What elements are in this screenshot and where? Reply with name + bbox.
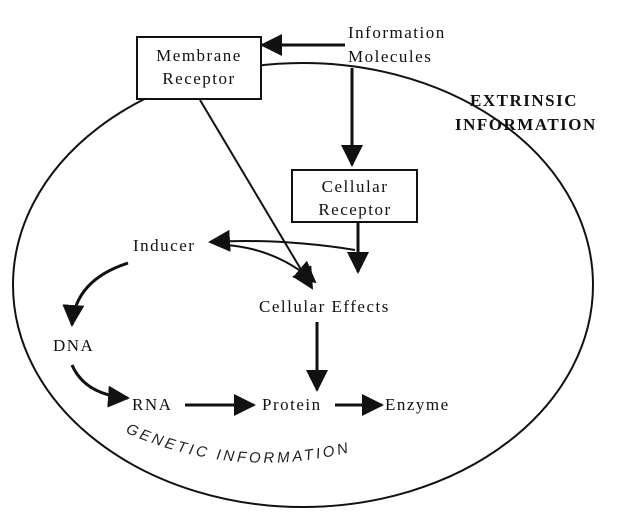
genetic-information-text: GENETIC INFORMATION xyxy=(124,420,350,466)
information-molecules-label-1: Information xyxy=(348,23,446,42)
cellular-receptor-box xyxy=(291,169,418,223)
membrane-receptor-box xyxy=(136,36,262,100)
arrow-dna-to-rna xyxy=(70,364,130,408)
information-molecules-label-2: Molecules xyxy=(348,47,432,66)
genetic-information-label: GENETIC INFORMATION xyxy=(124,420,353,466)
cell-membrane-outline xyxy=(12,62,594,508)
dna-label: DNA xyxy=(53,336,94,355)
cellular-effects-label: Cellular Effects xyxy=(259,297,390,316)
enzyme-label: Enzyme xyxy=(385,395,450,414)
arrow-receptor-to-inducer xyxy=(208,229,356,252)
arrow-membrane-to-effects xyxy=(199,99,314,290)
arrow-inducer-to-dna xyxy=(62,261,129,327)
protein-label: Protein xyxy=(262,395,322,414)
membrane-receptor-label-2: Receptor xyxy=(162,69,235,88)
extrinsic-label-1: EXTRINSIC xyxy=(470,91,578,110)
cellular-receptor-label-2: Receptor xyxy=(318,200,391,219)
membrane-receptor-label-1: Membrane xyxy=(156,46,242,65)
extrinsic-label-2: INFORMATION xyxy=(455,115,597,134)
inducer-label: Inducer xyxy=(133,236,195,255)
arrow-inducer-to-effects xyxy=(224,244,317,284)
rna-label: RNA xyxy=(132,395,172,414)
cellular-receptor-label-1: Cellular xyxy=(322,177,389,196)
